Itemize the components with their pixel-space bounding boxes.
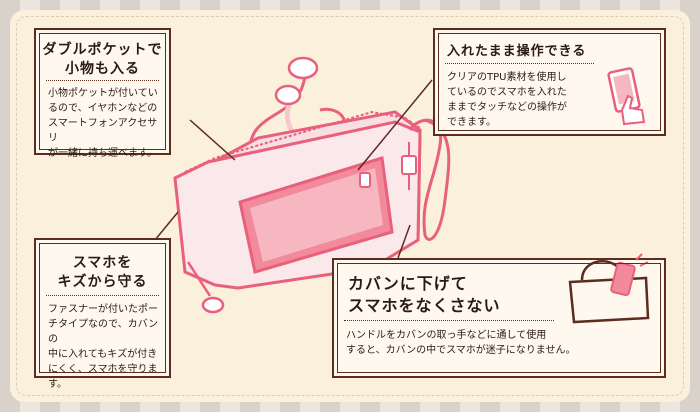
card-body: クリアのTPU素材を使用し ているのでスマホを入れた ままでタッチなどの操作が … [447,72,567,128]
card-title-line2: キズから守る [57,274,148,290]
feature-card-hang-bag: カバンに下げて スマホをなくさない ハンドルをカバンの取っ手などに通して使用 す… [332,253,666,378]
card-title-line1: カバンに下げて [348,274,468,293]
callout-line-pocket [189,119,236,161]
feature-card-protect: スマホを キズから守る ファスナーが付いたポー チタイプなので、カバンの 中に入… [34,238,171,390]
card-title-line2: スマホをなくさない [348,296,501,315]
strap-clip-icon [401,155,417,175]
callout-line-protect [154,211,179,241]
panel-dotted-frame [16,16,684,396]
card-rule [46,295,159,296]
card-title: 入れたまま操作できる [447,44,587,59]
card-rule [344,320,554,321]
feature-card-double-pocket: ダブルポケットで 小物も入る 小物ポケットが付いてい るので、イヤホンなどの ス… [34,28,171,159]
card-body: 小物ポケットが付いてい るので、イヤホンなどの スマートフォンアクセサリ が一緒… [48,88,158,159]
card-rule [445,63,594,64]
earbud-right-icon [274,84,302,106]
earbud-left-icon [287,56,319,80]
callout-line-hang [397,224,411,259]
card-body: ハンドルをカバンの取っ手などに通して使用 すると、カバンの中でスマホが迷子になり… [346,330,576,356]
card-rule [46,80,159,81]
card-title-line1: ダブルポケットで [42,42,163,58]
handbag-icon [568,253,650,324]
card-title-line1: スマホを [72,255,133,271]
card-title-line2: 小物も入る [65,61,140,77]
callout-line-operate [357,79,433,171]
zipper-pull-icon [201,296,225,314]
phone-camera-icon [359,172,371,188]
hand-touch-phone-icon [607,67,646,126]
card-body: ファスナーが付いたポー チタイプなので、カバンの 中に入れてもキズが付き にくく… [48,304,159,390]
feature-card-operate-inside: 入れたまま操作できる クリアのTPU素材を使用し ているのでスマホを入れた まま… [433,28,666,136]
